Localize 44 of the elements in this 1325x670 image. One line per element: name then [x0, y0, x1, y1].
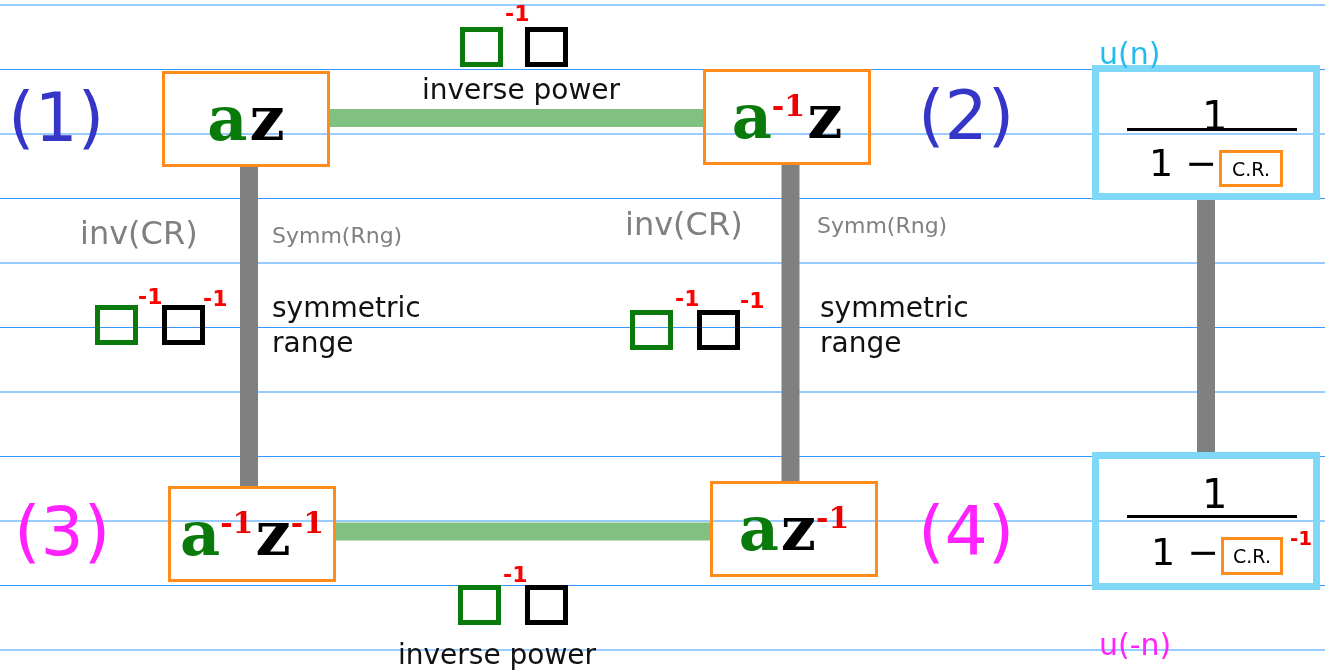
edge-label: symmetric range	[272, 290, 422, 360]
term-symbol: z$^{-1}$	[255, 503, 325, 565]
term-box	[710, 481, 878, 577]
annotation-text: inv(CR)	[625, 208, 743, 240]
annotation-text: Symm(Rng)	[272, 225, 403, 247]
diagram-number: (1)	[8, 84, 105, 152]
exponent-mark: -1	[505, 3, 530, 25]
connector-line	[781, 165, 800, 481]
exponent-mark: -1	[503, 564, 528, 586]
diagram-number: (3)	[14, 498, 111, 566]
numerator: 1	[1202, 474, 1228, 514]
connector-line	[240, 167, 258, 486]
connector-line	[1197, 200, 1215, 452]
function-label: u(-n)	[1099, 627, 1172, 662]
denominator-text: 1 −	[1149, 144, 1218, 182]
term-symbol: z$^{-1}$	[780, 498, 850, 560]
term-box	[703, 69, 871, 165]
term-symbol: a$^{-1}$	[179, 503, 254, 565]
annotation-text: inv(CR)	[80, 217, 198, 249]
diagram-number: (2)	[918, 82, 1015, 150]
edge-label: inverse power	[422, 72, 622, 107]
term-text: C.R.	[1233, 545, 1271, 567]
annotation-text: Symm(Rng)	[817, 215, 948, 237]
term-box	[162, 71, 330, 167]
exponent-mark: -1	[138, 286, 163, 308]
term-symbol: z	[249, 88, 285, 150]
term-text: C.R.	[1232, 157, 1270, 180]
edge-label: symmetric range	[820, 290, 970, 360]
exponent-mark: -1	[1290, 528, 1313, 548]
term-box	[1219, 150, 1283, 187]
term-symbol: z	[807, 86, 843, 148]
exponent-mark: -1	[740, 290, 765, 312]
denominator-text: 1 −	[1151, 533, 1220, 571]
exponent-mark: -1	[203, 288, 228, 310]
term-symbol: a	[207, 88, 248, 150]
term-symbol: a	[738, 498, 779, 560]
diagram-number: (4)	[918, 498, 1015, 566]
exponent-mark: -1	[675, 288, 700, 310]
function-label: u(n)	[1099, 36, 1161, 71]
term-box	[168, 486, 336, 582]
connector-line	[330, 109, 703, 127]
connector-line	[336, 522, 710, 541]
term-symbol: a$^{-1}$	[731, 86, 806, 148]
edge-label: inverse power	[398, 637, 598, 670]
